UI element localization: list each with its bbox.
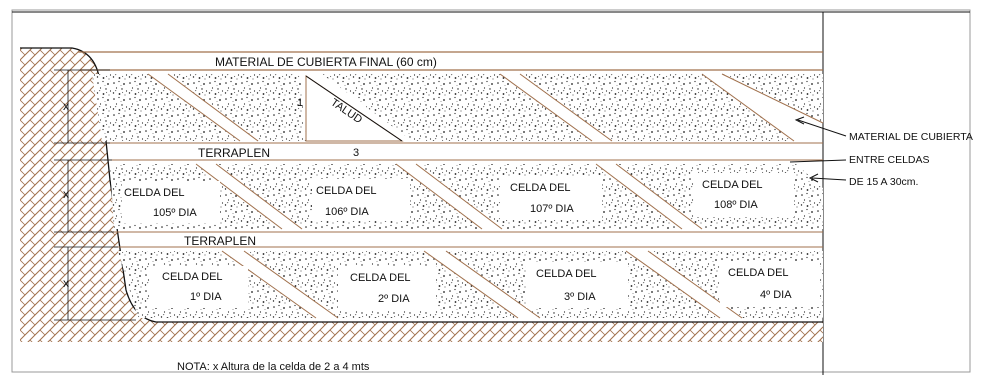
cell-108-line1: CELDA DEL [702,179,763,191]
cell-label-box-107 [500,176,602,220]
natural-ground-soil [20,48,823,342]
slope-rise-label: 1 [297,97,303,109]
terraplen-label-lower: TERRAPLEN [184,234,256,248]
cell-3-line1: CELDA DEL [536,268,597,280]
cell-label-box-105 [122,181,220,223]
height-marker-bot: x [63,276,69,290]
side-note-line-2: ENTRE CELDAS [849,154,930,166]
top-row-waste-3 [322,74,592,141]
cell-label-box-4 [720,261,820,307]
cell-label-box-2 [338,266,436,310]
cell-1-line1: CELDA DEL [162,271,223,283]
cell-label-box-106 [312,179,410,221]
drawing-frame [11,9,971,373]
talud-slope-line [305,75,403,142]
side-note-line-3: DE 15 A 30cm. [849,176,918,188]
height-marker-top: x [63,99,69,113]
top-row-waste-1 [92,74,240,141]
cell-106-line2: 106º DIA [325,206,369,218]
footer-note: NOTA: x Altura de la celda de 2 a 4 mts [177,361,370,373]
top-row-waste-2 [168,74,306,141]
height-dimension-lines [54,69,136,321]
cell-108-line2: 108º DIA [714,199,758,211]
cell-106-line1: CELDA DEL [316,185,377,197]
cell-107-line2: 107º DIA [530,203,574,215]
cover-strip-outlines [147,73,824,319]
cell-1-line2: 1º DIA [190,291,222,303]
cell-105-line1: CELDA DEL [124,187,185,199]
side-note-line-1: MATERIAL DE CUBIERTA [849,131,973,143]
terraplen-label-upper: TERRAPLEN [198,146,270,160]
side-note-arrows [789,116,847,183]
top-cover-label: MATERIAL DE CUBIERTA FINAL (60 cm) [215,55,437,69]
slope-run-label: 3 [353,147,359,159]
cell-label-box-1 [150,266,248,308]
cell-label-box-3 [526,262,628,308]
cell-107-line1: CELDA DEL [510,182,571,194]
cell-4-line1: CELDA DEL [728,267,789,279]
cell-2-line1: CELDA DEL [350,272,411,284]
cell-2-line2: 2º DIA [378,293,410,305]
cell-105-line2: 105º DIA [153,207,197,219]
cell-3-line2: 3º DIA [564,291,596,303]
height-marker-mid: x [63,187,69,201]
cell-label-box-108 [694,173,794,217]
top-row-waste-4 [520,74,794,141]
cell-4-line2: 4º DIA [760,289,792,301]
